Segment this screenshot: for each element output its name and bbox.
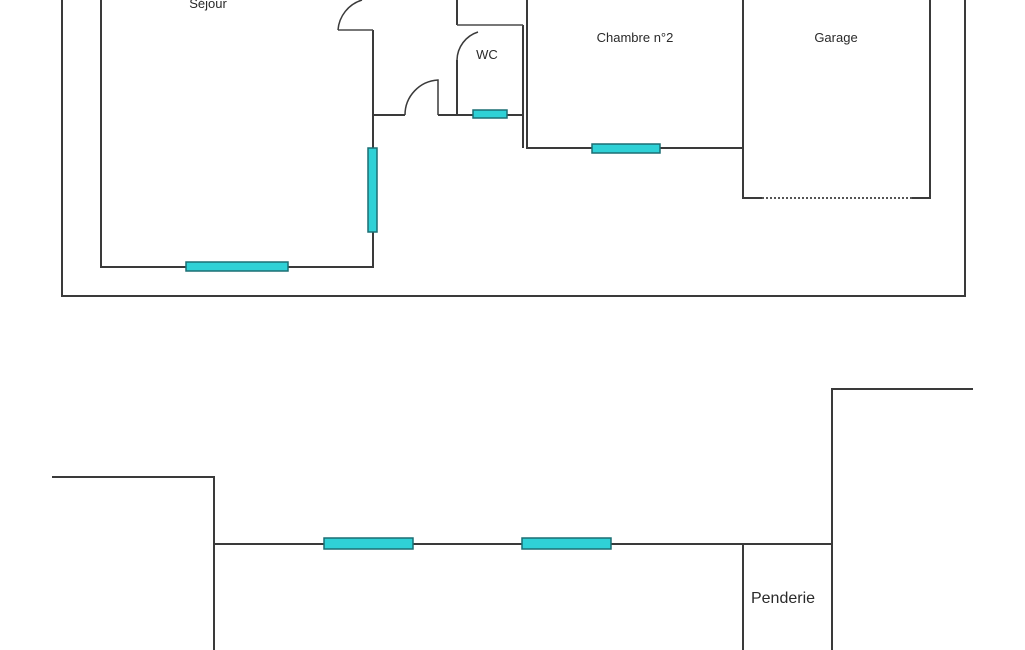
garage-walls: [742, 148, 762, 199]
entrance-door: [337, 0, 363, 31]
lower-window-2: [521, 537, 612, 550]
room-label-penderie: Penderie: [751, 590, 815, 607]
sejour-window-bottom: [185, 261, 289, 272]
upper-frame: [61, 0, 966, 297]
lower-plan: Penderie: [52, 388, 973, 650]
lower-right-wall: [831, 388, 973, 650]
lower-left-wall: [52, 476, 215, 650]
wc-door: [456, 31, 479, 61]
chambre2-walls: [526, 0, 744, 149]
upper-plan: Séjour WC Chambre n°2 Garage: [61, 0, 966, 297]
chambre2-window: [591, 143, 661, 154]
room-label-wc: WC: [476, 47, 498, 62]
room-label-garage: Garage: [814, 30, 857, 45]
corridor-door: [404, 79, 439, 116]
room-label-sejour: Séjour: [189, 0, 227, 11]
lower-window-1: [323, 537, 414, 550]
sejour-window-right: [367, 147, 378, 233]
room-label-chambre2: Chambre n°2: [597, 30, 674, 45]
garage-walls-right: [912, 0, 931, 199]
wc-window: [472, 109, 508, 119]
sejour-walls: [100, 0, 374, 268]
